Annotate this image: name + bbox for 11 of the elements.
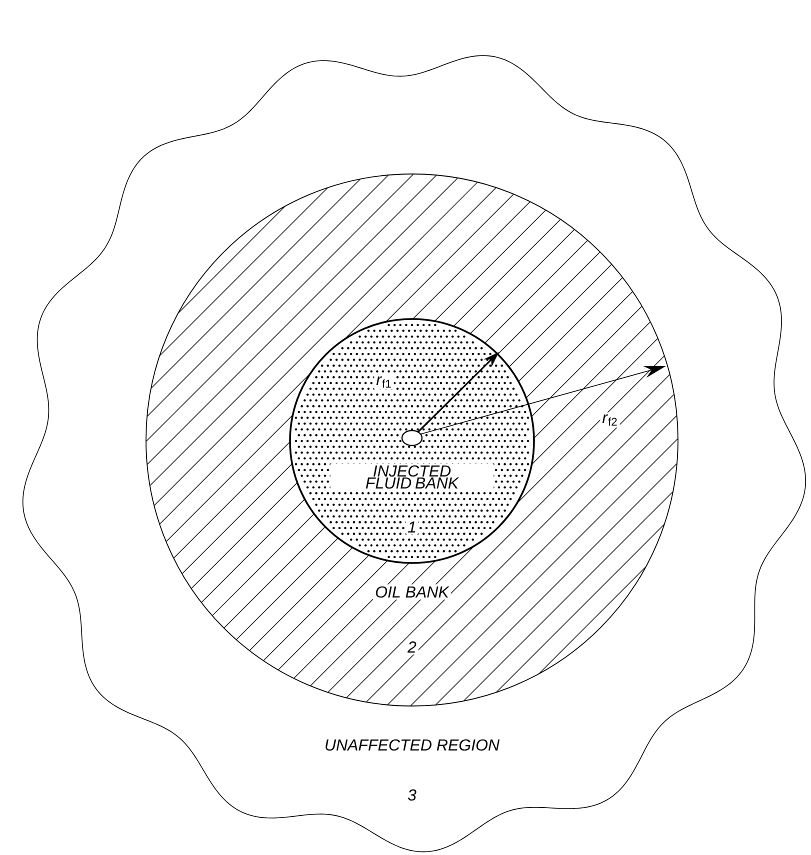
region-label: INJECTED FLUID BANK (330, 463, 494, 491)
region-label: OIL BANK (373, 584, 451, 600)
radius-label: r$_{f2}$ (600, 412, 620, 428)
dotted-circle (289, 318, 535, 564)
region-number: 1 (406, 520, 418, 534)
region-label: UNAFFECTED REGION (322, 737, 502, 753)
wavy-boundary (22, 55, 806, 852)
region-number: 2 (406, 639, 418, 655)
well-circle (401, 430, 423, 446)
radius-label: r$_{f1}$ (374, 374, 394, 390)
region-number: 3 (406, 787, 418, 803)
